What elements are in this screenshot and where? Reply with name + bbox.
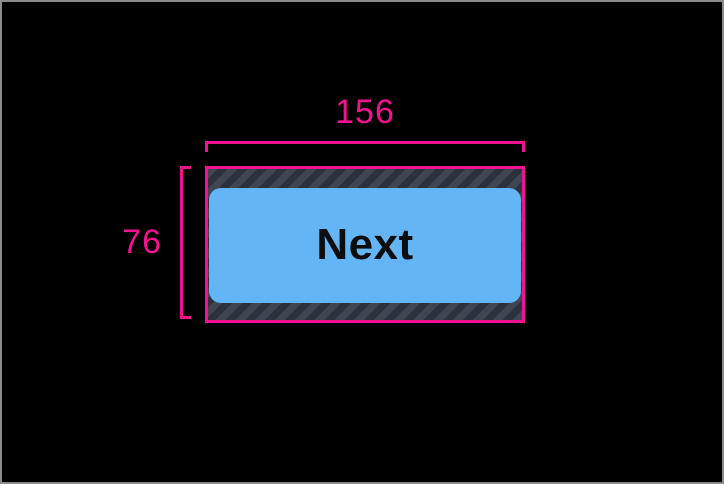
touch-target-outline: Next xyxy=(205,166,525,323)
next-button-label: Next xyxy=(316,219,414,269)
width-dimension-label: 156 xyxy=(335,93,395,131)
height-dimension-label: 76 xyxy=(122,223,162,261)
width-measure-bracket xyxy=(205,141,525,152)
height-measure-bracket xyxy=(180,166,191,319)
next-button[interactable]: Next xyxy=(209,188,521,303)
